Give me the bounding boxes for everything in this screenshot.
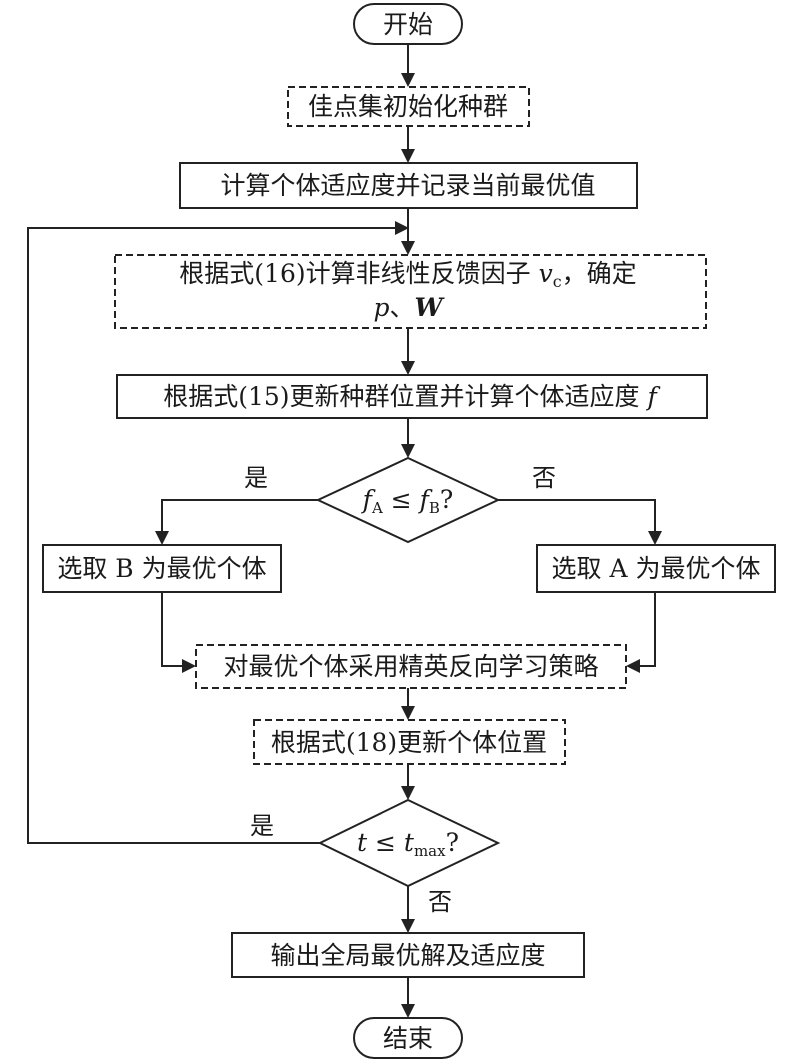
- edge-label-d1-no: 否: [532, 464, 556, 492]
- decision-1: fA ≤ fB?: [315, 456, 501, 544]
- update-node: 根据式(15)更新种群位置并计算个体适应度 f: [116, 374, 708, 419]
- output-label: 输出全局最优解及适应度: [270, 941, 545, 970]
- feedback-line-2: p、W: [373, 293, 445, 322]
- edge-decision1-no: [498, 499, 656, 535]
- arrowhead: [401, 241, 415, 255]
- decision-2-label: t ≤ tmax?: [357, 828, 459, 860]
- edges: [27, 44, 662, 1018]
- feedback-var-v-sub: c: [553, 272, 562, 291]
- edge-decision1-yes: [161, 499, 318, 535]
- edge-selecta-elite: [636, 592, 656, 667]
- edge-label-d1-yes: 是: [244, 464, 268, 492]
- decision-1-fa: f: [361, 485, 376, 514]
- start-terminal: [353, 3, 463, 45]
- arrowhead: [155, 531, 169, 545]
- update-individual-node: 根据式(18)更新个体位置: [253, 719, 566, 765]
- fitness-label: 计算个体适应度并记录当前最优值: [220, 171, 595, 200]
- end-label: 结束: [383, 1024, 433, 1053]
- decision-1-fb: f: [418, 485, 433, 514]
- arrowhead: [401, 786, 415, 800]
- output-box: [231, 932, 585, 978]
- update-var-f: f: [646, 382, 661, 411]
- end-node: 结束: [353, 1017, 463, 1059]
- select-b-node: 选取 B 为最优个体: [42, 544, 282, 593]
- feedback-box: [114, 254, 707, 329]
- feedback-node: 根据式(16)计算非线性反馈因子 vc，确定 p、W: [114, 254, 707, 329]
- decision-2-tmax-sub: max: [414, 842, 446, 860]
- select-a-node: 选取 A 为最优个体: [536, 544, 776, 593]
- decision-1-diamond: [315, 456, 501, 544]
- update-label: 根据式(15)更新种群位置并计算个体适应度 f: [163, 382, 660, 411]
- fitness-box: [179, 162, 638, 209]
- init-box: [287, 86, 530, 127]
- feedback-var-p: p: [373, 293, 389, 322]
- elite-label: 对最优个体采用精英反向学习策略: [223, 652, 598, 681]
- elite-node: 对最优个体采用精英反向学习策略: [195, 644, 627, 689]
- select-a-label: 选取 A 为最优个体: [552, 554, 761, 583]
- edge-label-d2-yes: 是: [250, 812, 274, 840]
- edge-selectb-elite: [161, 592, 186, 667]
- feedback-line-1: 根据式(16)计算非线性反馈因子 vc，确定: [179, 259, 636, 291]
- arrowhead: [401, 444, 415, 458]
- feedback-line-1-prefix: 根据式(16)计算非线性反馈因子: [179, 259, 538, 288]
- decision-1-q: ?: [440, 485, 453, 514]
- decision-2-q: ?: [446, 828, 459, 857]
- start-label: 开始: [383, 10, 433, 39]
- decision-2-diamond: [317, 798, 501, 888]
- arrowhead: [401, 73, 415, 87]
- arrowhead: [395, 221, 409, 235]
- arrowhead: [182, 659, 196, 673]
- update-individual-box: [253, 719, 566, 765]
- arrowhead: [401, 919, 415, 933]
- feedback-var-w: W: [414, 293, 445, 322]
- decision-1-fb-sub: B: [429, 499, 440, 517]
- arrowhead: [401, 1004, 415, 1018]
- update-individual-label: 根据式(18)更新个体位置: [271, 728, 547, 757]
- init-node: 佳点集初始化种群: [287, 86, 530, 127]
- update-box: [116, 374, 708, 419]
- decision-1-fa-sub: A: [371, 499, 383, 517]
- arrowhead: [626, 659, 640, 673]
- start-node: 开始: [353, 3, 463, 45]
- feedback-line-1-suffix: ，确定: [562, 259, 637, 288]
- elite-box: [195, 644, 627, 689]
- feedback-var-v: v: [539, 259, 553, 288]
- select-b-box: [42, 544, 282, 593]
- select-b-label: 选取 B 为最优个体: [57, 554, 266, 583]
- decision-2-t: t: [357, 828, 368, 857]
- arrowhead: [401, 361, 415, 375]
- fitness-node: 计算个体适应度并记录当前最优值: [179, 162, 638, 209]
- end-terminal: [353, 1017, 463, 1059]
- feedback-separator: 、: [389, 293, 414, 322]
- edge-label-d2-no: 否: [428, 888, 452, 916]
- decision-2: t ≤ tmax?: [317, 798, 501, 888]
- arrowhead: [401, 706, 415, 720]
- decision-1-label: fA ≤ fB?: [361, 485, 454, 517]
- decision-2-op: ≤: [367, 828, 404, 857]
- decision-1-op: ≤: [383, 485, 420, 514]
- output-node: 输出全局最优解及适应度: [231, 932, 585, 978]
- edge-loop-back: [27, 227, 398, 844]
- select-a-box: [536, 544, 776, 593]
- update-label-prefix: 根据式(15)更新种群位置并计算个体适应度: [163, 382, 647, 411]
- arrowhead: [648, 531, 662, 545]
- decision-2-tmax: t: [404, 828, 415, 857]
- arrowhead: [401, 149, 415, 163]
- init-label: 佳点集初始化种群: [308, 92, 508, 121]
